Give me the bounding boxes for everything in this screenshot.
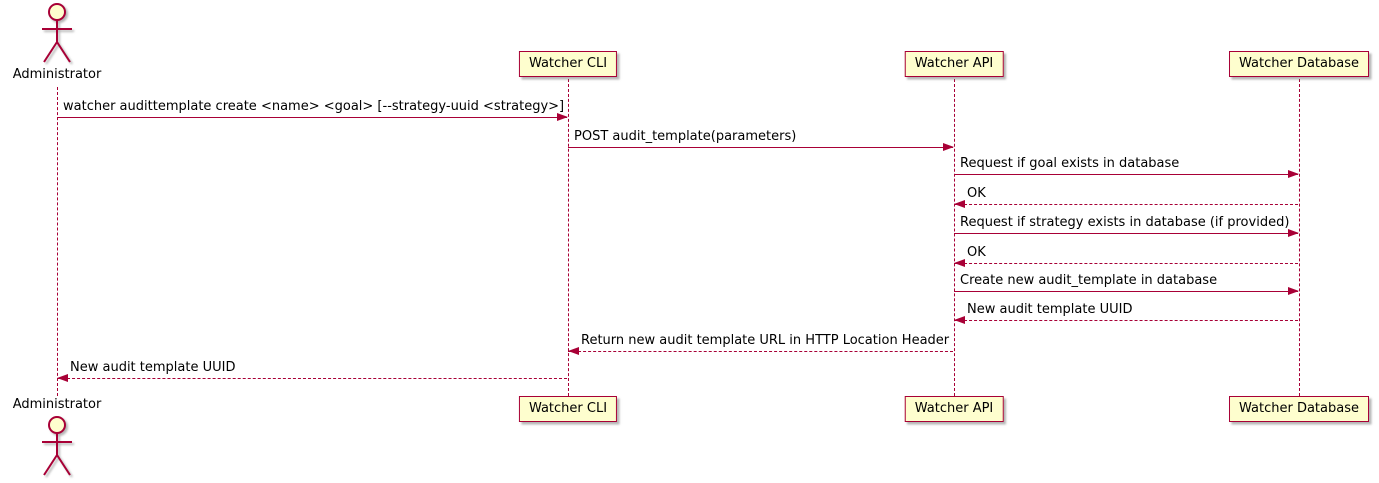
- message-line-6: [954, 291, 1298, 292]
- lifeline-watcher-cli: [568, 79, 569, 396]
- participant-box-watcher-database-bottom: Watcher Database: [1229, 396, 1369, 422]
- message-label-8: Return new audit template URL in HTTP Lo…: [581, 333, 950, 348]
- message-line-5: [954, 263, 1298, 264]
- message-line-2: [954, 174, 1298, 175]
- message-label-9: New audit template UUID: [70, 360, 236, 375]
- message-line-4: [954, 233, 1298, 234]
- participant-box-watcher-cli-bottom: Watcher CLI: [518, 396, 618, 422]
- message-label-6: Create new audit_template in database: [960, 273, 1218, 288]
- participant-box-watcher-database-top: Watcher Database: [1229, 51, 1369, 77]
- message-line-0: [57, 117, 567, 118]
- lifeline-watcher-database: [1299, 79, 1300, 396]
- actor-label-administrator-bottom: Administrator: [12, 397, 102, 412]
- message-label-3: OK: [967, 186, 986, 201]
- participant-box-watcher-api-bottom: Watcher API: [904, 396, 1004, 422]
- arrow-head-icon: [1288, 229, 1299, 237]
- message-label-0: watcher audittemplate create <name> <goa…: [63, 99, 565, 114]
- message-label-1: POST audit_template(parameters): [574, 129, 797, 144]
- message-line-3: [954, 204, 1298, 205]
- message-line-1: [568, 147, 953, 148]
- lifeline-administrator: [57, 87, 58, 396]
- participant-box-watcher-cli-top: Watcher CLI: [518, 51, 618, 77]
- person-icon: [42, 3, 72, 63]
- message-label-4: Request if strategy exists in database (…: [960, 215, 1290, 230]
- actor-figure-administrator-bottom: [34, 415, 80, 483]
- arrow-head-icon: [1288, 287, 1299, 295]
- message-label-5: OK: [967, 245, 986, 260]
- arrow-head-icon: [557, 113, 568, 121]
- message-label-2: Request if goal exists in database: [960, 156, 1180, 171]
- arrow-head-icon: [943, 143, 954, 151]
- lifeline-watcher-api: [954, 79, 955, 396]
- arrow-head-icon: [568, 347, 579, 355]
- actor-figure-administrator-top: [34, 2, 80, 70]
- arrow-head-icon: [954, 200, 965, 208]
- arrow-head-icon: [954, 316, 965, 324]
- arrow-head-icon: [954, 259, 965, 267]
- arrow-head-icon: [57, 374, 68, 382]
- message-line-8: [568, 351, 953, 352]
- person-icon: [42, 416, 72, 476]
- arrow-head-icon: [1288, 170, 1299, 178]
- participant-box-watcher-api-top: Watcher API: [904, 51, 1004, 77]
- message-line-7: [954, 320, 1298, 321]
- message-line-9: [57, 378, 567, 379]
- message-label-7: New audit template UUID: [967, 302, 1133, 317]
- actor-label-administrator-top: Administrator: [12, 67, 102, 82]
